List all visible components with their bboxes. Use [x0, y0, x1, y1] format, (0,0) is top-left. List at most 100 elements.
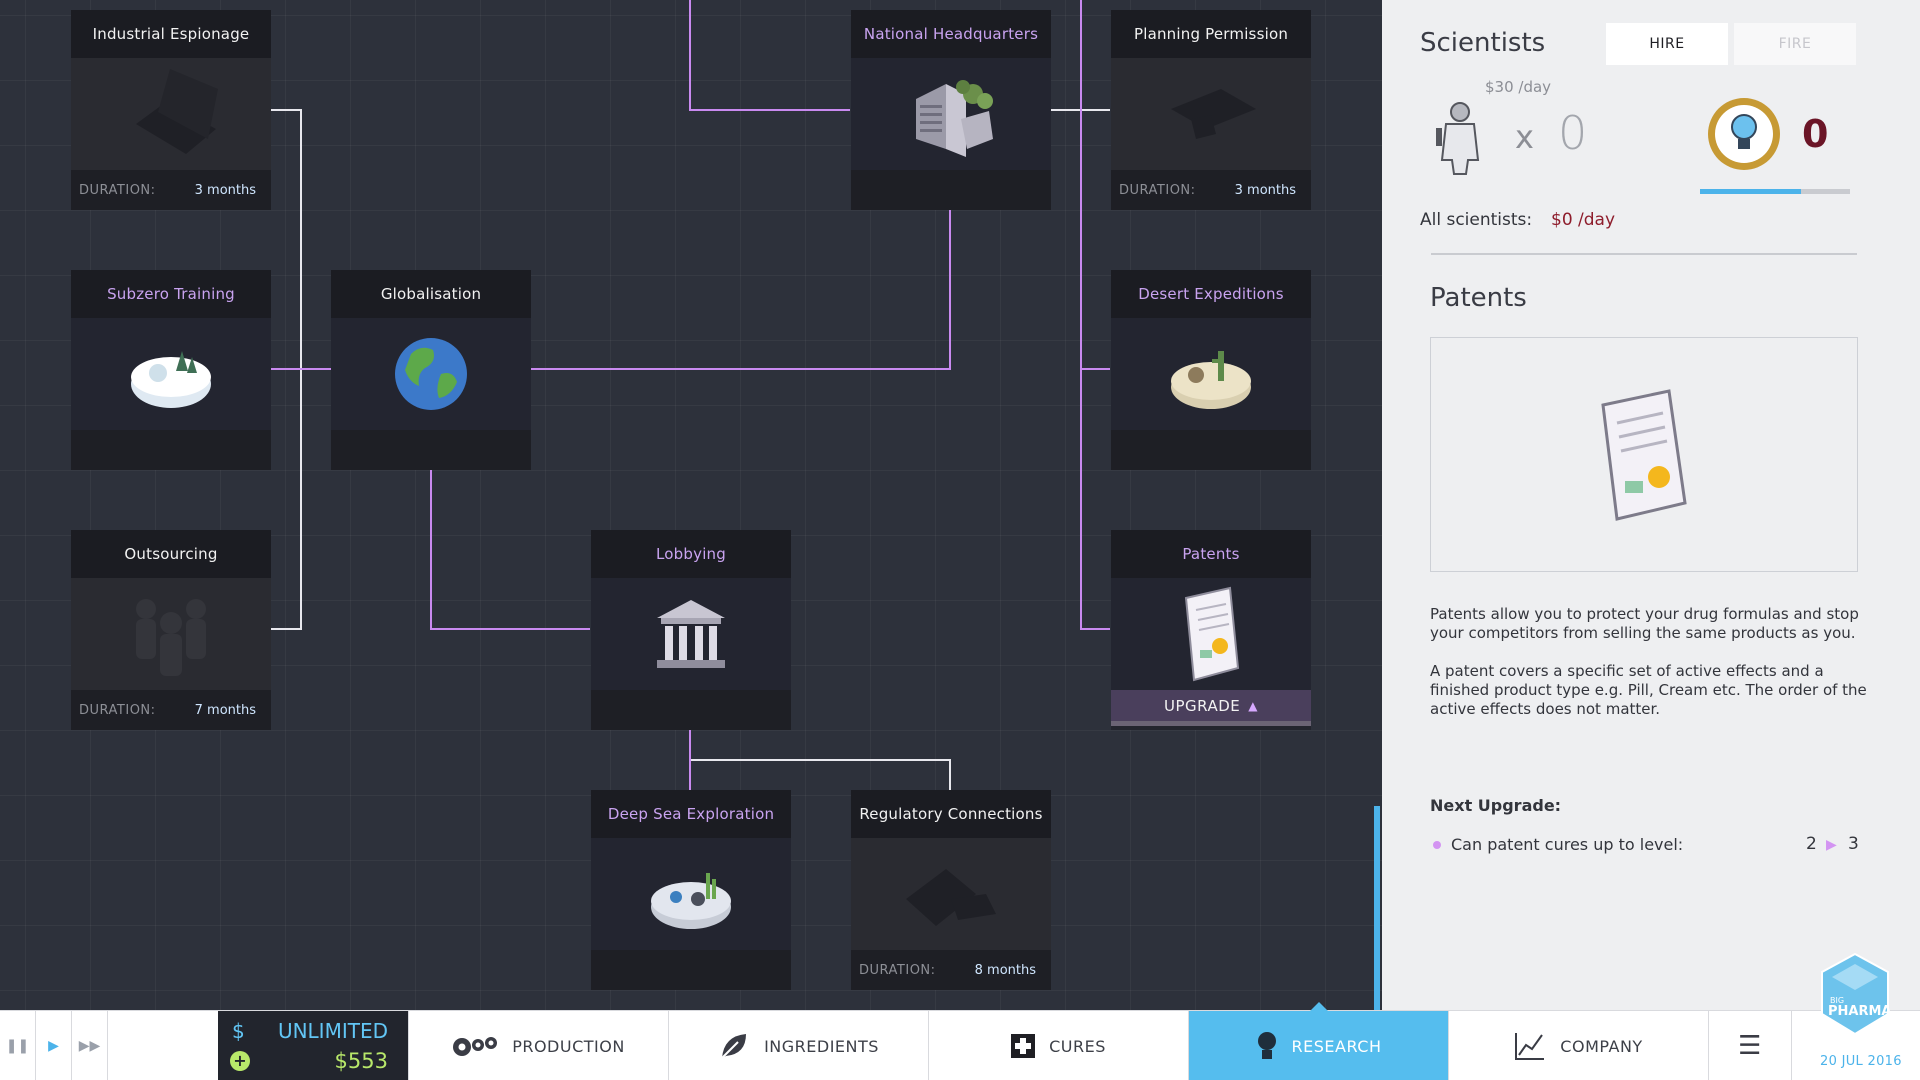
node-title: Subzero Training	[71, 270, 271, 318]
tab-label: PRODUCTION	[512, 1036, 625, 1056]
medical-cross-icon	[1011, 1034, 1036, 1058]
research-tree-canvas[interactable]: Industrial Espionage DURATION: 3 months …	[0, 0, 1382, 1010]
node-title: Lobbying	[591, 530, 791, 578]
level-from: 2	[1806, 834, 1817, 854]
idea-progress-fill	[1700, 189, 1801, 194]
scientist-cost: $30 /day	[1485, 78, 1552, 96]
money-value: $553	[334, 1049, 388, 1073]
tab-company[interactable]: COMPANY	[1448, 1011, 1708, 1080]
sea-island-icon	[651, 873, 731, 929]
research-node-industrial-espionage[interactable]: Industrial Espionage DURATION: 3 months	[71, 10, 271, 210]
multiplier-sign: x	[1515, 118, 1534, 156]
research-node-subzero-training[interactable]: Subzero Training	[71, 270, 271, 470]
node-title: Regulatory Connections	[851, 790, 1051, 838]
connector-globalisation-headquarters	[531, 210, 951, 370]
research-node-globalisation[interactable]: Globalisation	[331, 270, 531, 470]
lightbulb-icon	[1731, 114, 1757, 149]
research-connectors	[270, 0, 1110, 790]
connector-globalisation-lobbying	[430, 470, 590, 630]
laptop-icon	[136, 69, 218, 154]
tab-label: INGREDIENTS	[764, 1036, 879, 1056]
duration-label: DURATION:	[79, 702, 156, 718]
connector-deepsea-regulatory	[690, 759, 951, 790]
details-panel: Scientists HIRE FIRE $30 /day x 0 0 All …	[1382, 0, 1920, 1010]
node-title: Outsourcing	[71, 530, 271, 578]
upgrade-item: Can patent cures up to level:	[1451, 835, 1684, 854]
globe-icon	[395, 338, 467, 410]
add-money-icon: +	[230, 1051, 250, 1071]
permit-icon	[1171, 89, 1256, 139]
research-node-national-headquarters[interactable]: National Headquarters	[851, 10, 1051, 210]
research-node-lobbying[interactable]: Lobbying	[591, 530, 791, 730]
active-tab-indicator	[1310, 1002, 1328, 1011]
upgrade-button[interactable]: UPGRADE ▲	[1111, 690, 1311, 726]
level-to: 3	[1848, 834, 1859, 854]
scientists-title: Scientists	[1420, 28, 1546, 58]
gears-icon	[452, 1033, 498, 1059]
research-node-deep-sea-exploration[interactable]: Deep Sea Exploration	[591, 790, 791, 990]
canvas-scrollbar[interactable]	[1374, 806, 1380, 1010]
play-icon: ▶	[48, 1038, 59, 1054]
tab-label: RESEARCH	[1291, 1036, 1382, 1056]
detail-title: Patents	[1430, 283, 1527, 313]
menu-button[interactable]: ☰	[1708, 1011, 1792, 1080]
duration-value: 7 months	[194, 702, 256, 718]
research-node-outsourcing[interactable]: Outsourcing DURATION: 7 months	[71, 530, 271, 730]
description-paragraph-1: Patents allow you to protect your drug f…	[1430, 605, 1859, 642]
tab-label: CURES	[1049, 1036, 1106, 1056]
people-icon	[136, 599, 206, 676]
game-date: 20 JUL 2016	[1820, 1054, 1902, 1069]
research-node-patents[interactable]: Patents UPGRADE ▲	[1111, 530, 1311, 730]
chart-icon	[1514, 1031, 1546, 1061]
hamburger-menu-icon: ☰	[1738, 1031, 1762, 1061]
all-scientists-cost: $0 /day	[1551, 210, 1616, 230]
next-upgrade-label: Next Upgrade:	[1430, 796, 1562, 815]
node-title: Deep Sea Exploration	[591, 790, 791, 838]
bottom-bar: ❚❚ ▶ ▶▶ $ UNLIMITED + $553 PRODUCTION IN…	[0, 1002, 1920, 1080]
dollar-icon: $	[232, 1019, 245, 1043]
fast-forward-icon: ▶▶	[78, 1038, 101, 1054]
detail-image-frame	[1430, 337, 1858, 572]
duration-label: DURATION:	[79, 182, 156, 198]
research-node-desert-expeditions[interactable]: Desert Expeditions	[1111, 270, 1311, 470]
documents-icon	[906, 869, 996, 926]
idea-badge	[1708, 98, 1780, 170]
pharma-logo-icon	[1821, 952, 1889, 1036]
fast-forward-button[interactable]: ▶▶	[72, 1011, 108, 1080]
research-node-regulatory-connections[interactable]: Regulatory Connections DURATION: 8 month…	[851, 790, 1051, 990]
idea-progress-bar	[1700, 189, 1850, 194]
snow-island-icon	[131, 351, 211, 408]
office-building-icon	[916, 80, 993, 157]
desert-island-icon	[1171, 351, 1251, 409]
upgrade-label: UPGRADE	[1164, 696, 1241, 715]
government-building-icon	[657, 600, 725, 668]
duration-value: 3 months	[194, 182, 256, 198]
money-limit: UNLIMITED	[277, 1019, 388, 1043]
duration-label: DURATION:	[1119, 182, 1196, 198]
fire-button[interactable]: FIRE	[1734, 23, 1856, 65]
research-node-planning-permission[interactable]: Planning Permission DURATION: 3 months	[1111, 10, 1311, 210]
arrow-up-icon: ▲	[1248, 698, 1258, 713]
scientist-icon	[1436, 102, 1480, 175]
connector-top-headquarters	[689, 0, 850, 111]
play-button[interactable]: ▶	[36, 1011, 72, 1080]
leaf-icon	[718, 1030, 750, 1062]
node-title: Globalisation	[331, 270, 531, 318]
patent-scroll-icon	[1184, 586, 1240, 682]
logo-small-text: BIG	[1830, 996, 1845, 1005]
tab-research[interactable]: RESEARCH	[1188, 1002, 1448, 1080]
node-title: Planning Permission	[1111, 10, 1311, 58]
tab-cures[interactable]: CURES	[928, 1011, 1188, 1080]
tab-production[interactable]: PRODUCTION	[408, 1011, 668, 1080]
description-paragraph-2: A patent covers a specific set of active…	[1430, 662, 1867, 718]
patent-scroll-icon	[1601, 388, 1687, 521]
all-scientists-label: All scientists:	[1420, 210, 1533, 230]
tab-label: COMPANY	[1560, 1036, 1643, 1056]
upgrade-bullet-icon	[1433, 841, 1441, 849]
idea-count: 0	[1802, 112, 1829, 156]
hire-button[interactable]: HIRE	[1606, 23, 1728, 65]
tab-ingredients[interactable]: INGREDIENTS	[668, 1011, 928, 1080]
pause-button[interactable]: ❚❚	[0, 1011, 36, 1080]
connector-spine-right	[1080, 0, 1110, 630]
node-title: Desert Expeditions	[1111, 270, 1311, 318]
